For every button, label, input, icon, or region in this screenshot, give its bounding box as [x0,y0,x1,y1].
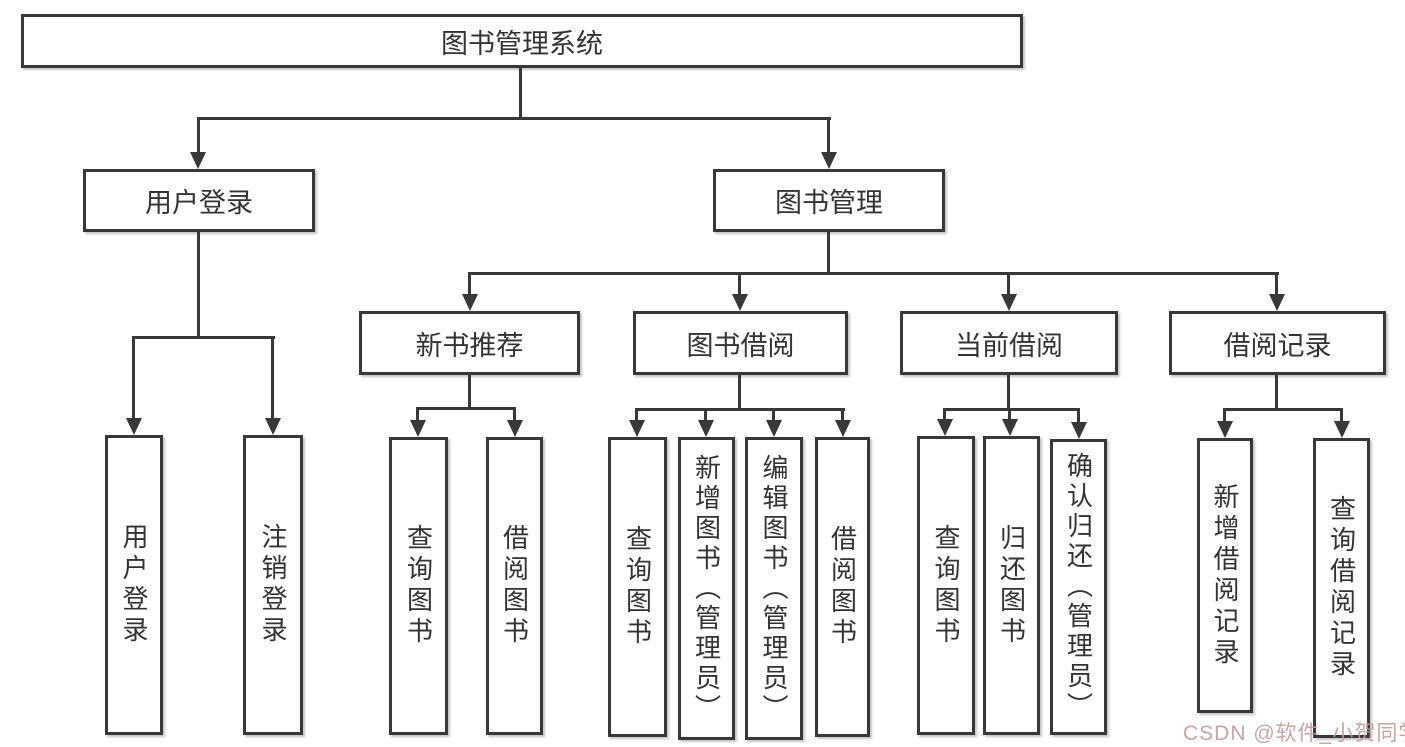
connector-borrowing-leaf3 [772,408,775,423]
leaf-label: 查询图书 [622,525,653,649]
connector-level3-branch [468,272,1279,275]
connector-new-books-stub [468,375,471,410]
node-current-borrow: 当前借阅 [900,311,1118,375]
leaf-label: 借阅图书 [827,525,858,649]
arrow-down-icon [1071,422,1087,439]
arrow-down-icon [1334,421,1350,438]
leaf-label: 确认归还（管理员） [1063,452,1094,722]
connector-new-books-leaf1 [416,407,419,423]
connector-login-leaf1 [132,336,135,421]
node-management: 图书管理 [713,169,945,232]
connector-borrowing-leaf2 [704,408,707,423]
arrow-down-icon [732,294,748,311]
leaf-records-add: 新增借阅记录 [1197,438,1253,713]
connector-records-leaf2 [1340,408,1343,424]
connector-to-new-books [468,272,471,297]
arrow-down-icon [1269,294,1285,311]
connector-current-stub [1007,375,1010,411]
connector-to-management [827,117,830,155]
leaf-records-query: 查询借阅记录 [1313,438,1370,738]
arrow-down-icon [1002,419,1018,436]
connector-records-stub [1275,375,1278,411]
arrow-down-icon [1001,294,1017,311]
node-borrowing: 图书借阅 [633,311,848,375]
leaf-current-confirm-admin: 确认归还（管理员） [1050,439,1107,735]
connector-current-leaf2 [1008,408,1011,422]
connector-borrowing-leaf1 [635,408,638,423]
connector-root-stub [519,68,522,118]
leaf-label: 借阅图书 [499,524,530,648]
leaf-label: 查询图书 [403,524,434,648]
leaf-label: 用户登录 [119,523,149,647]
arrow-down-icon [190,152,206,169]
node-current-borrow-label: 当前借阅 [955,330,1063,361]
leaf-borrowing-query: 查询图书 [608,437,667,737]
leaf-label: 查询借阅记录 [1326,495,1357,681]
leaf-current-query: 查询图书 [917,436,975,735]
node-borrow-records: 借阅记录 [1169,311,1386,375]
connector-login-stub [197,232,200,337]
connector-to-borrowing [738,272,741,297]
connector-login-leaf2 [271,336,274,421]
connector-to-current-borrow [1007,272,1010,297]
node-new-books: 新书推荐 [359,311,580,375]
connector-borrowing-leaf4 [841,408,844,423]
arrow-down-icon [410,420,426,437]
connector-management-stub [827,232,830,275]
arrow-down-icon [1217,421,1233,438]
connector-records-leaf1 [1223,408,1226,424]
arrow-down-icon [698,420,714,437]
node-login: 用户登录 [83,169,315,232]
leaf-logout: 注销登录 [243,435,303,735]
leaf-label: 注销登录 [258,523,288,647]
leaf-label: 编辑图书（管理员） [759,453,789,724]
connector-to-borrow-records [1275,272,1278,297]
leaf-borrowing-add-admin: 新增图书（管理员） [678,437,735,740]
leaf-label: 新增借阅记录 [1210,482,1240,669]
node-root-label: 图书管理系统 [441,28,603,59]
csdn-watermark: CSDN @软件_小贺同学 [1183,722,1405,745]
connector-current-leaf1 [943,408,946,422]
arrow-down-icon [835,420,851,437]
connector-current-branch [943,408,1080,411]
arrow-down-icon [937,419,953,436]
leaf-label: 新增图书（管理员） [691,453,722,724]
leaf-user-login: 用户登录 [105,435,163,735]
connector-new-books-branch [416,407,516,410]
leaf-borrowing-borrow: 借阅图书 [815,437,870,737]
connector-borrowing-stub [738,375,741,411]
arrow-down-icon [126,418,142,435]
node-new-books-label: 新书推荐 [415,330,524,361]
connector-current-leaf3 [1077,408,1080,423]
arrow-down-icon [821,152,837,169]
connector-borrowing-branch [635,408,845,411]
connector-records-branch [1223,408,1343,411]
node-borrowing-label: 图书借阅 [686,330,795,361]
arrow-down-icon [462,294,478,311]
leaf-newbooks-query: 查询图书 [389,437,448,735]
arrow-down-icon [265,418,281,435]
arrow-down-icon [507,420,523,437]
connector-login-branch [132,336,275,339]
connector-level1-branch [197,117,831,120]
arrow-down-icon [629,420,645,437]
connector-to-login [197,117,200,155]
leaf-label: 归还图书 [996,523,1027,648]
leaf-label: 查询图书 [931,523,961,648]
arrow-down-icon [766,420,782,437]
leaf-newbooks-borrow: 借阅图书 [486,437,543,735]
leaf-current-return: 归还图书 [983,436,1040,735]
connector-new-books-leaf2 [513,407,516,423]
node-login-label: 用户登录 [145,188,253,218]
node-management-label: 图书管理 [775,188,883,218]
node-borrow-records-label: 借阅记录 [1223,330,1332,361]
node-root: 图书管理系统 [21,14,1023,68]
leaf-borrowing-edit-admin: 编辑图书（管理员） [745,437,803,740]
